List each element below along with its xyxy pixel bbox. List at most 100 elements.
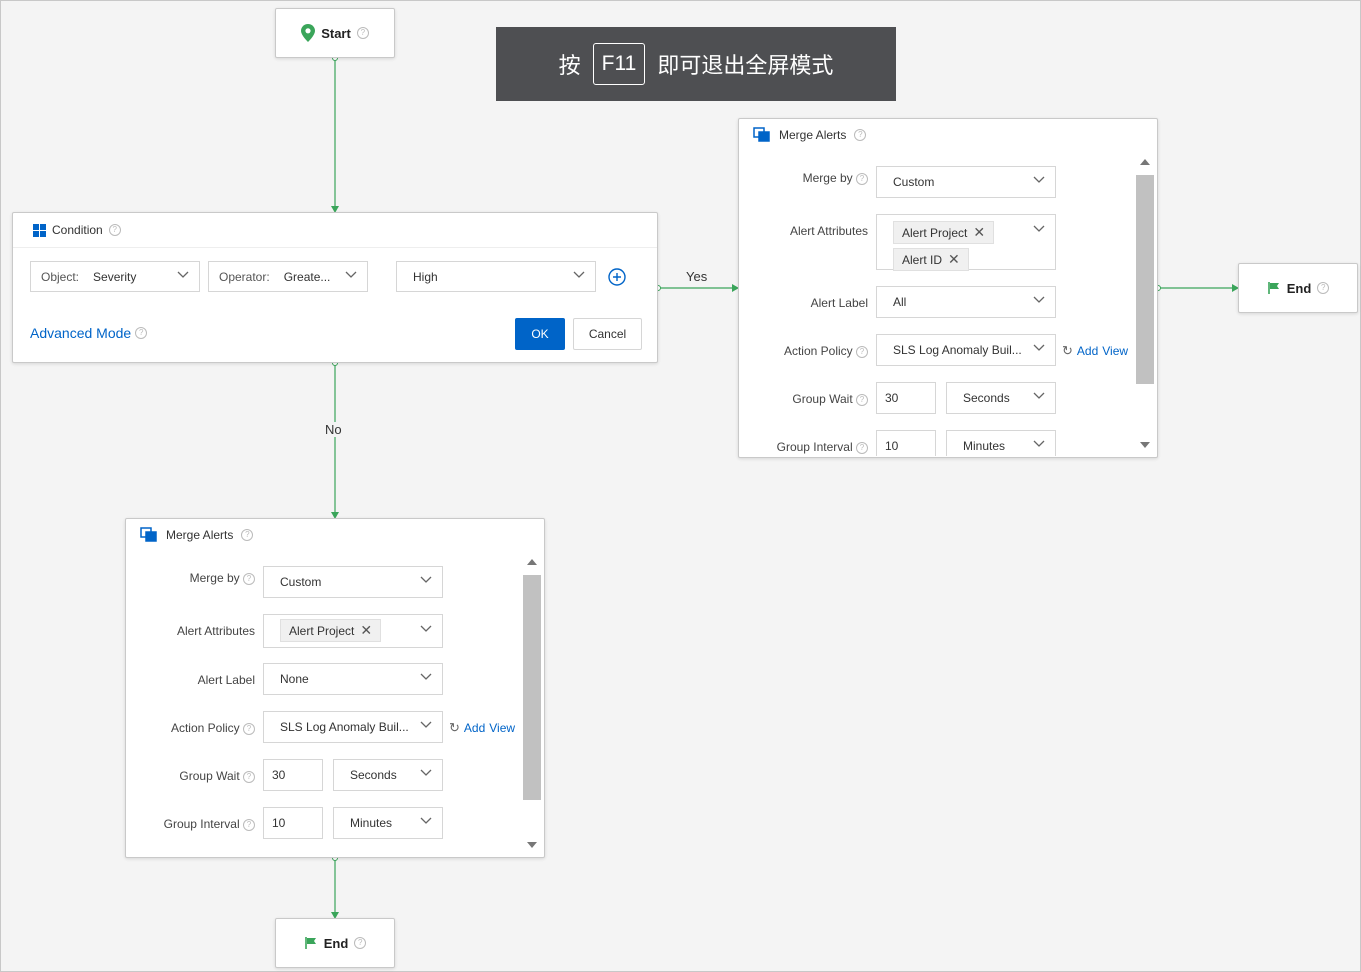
merge-by-select[interactable]: Custom <box>263 566 443 598</box>
scrollbar[interactable] <box>521 551 543 856</box>
alert-label-select[interactable]: None <box>263 663 443 695</box>
close-icon[interactable]: ✕ <box>973 224 986 240</box>
grid-icon <box>33 223 46 237</box>
group-interval-unit: Minutes <box>963 439 1006 453</box>
value-select[interactable]: High <box>396 261 596 292</box>
action-policy-select[interactable]: SLS Log Anomaly Buil... <box>263 711 443 743</box>
merge-alerts-node-right[interactable]: Merge Alerts ? Merge by ? Custom Alert A… <box>738 118 1158 458</box>
cancel-button[interactable]: Cancel <box>573 318 642 350</box>
chevron-down-icon <box>1033 392 1045 399</box>
help-icon[interactable]: ? <box>356 27 369 39</box>
merge-by-label: Merge by <box>802 171 853 185</box>
group-interval-input[interactable]: 10 <box>263 807 323 839</box>
scroll-up-icon[interactable] <box>527 559 537 565</box>
view-link[interactable]: View <box>1102 344 1129 358</box>
alert-label-select[interactable]: All <box>876 286 1056 318</box>
chevron-down-icon <box>420 769 432 776</box>
scroll-down-icon[interactable] <box>527 842 537 848</box>
group-wait-input[interactable]: 30 <box>876 382 936 414</box>
chevron-down-icon <box>345 271 357 278</box>
end-node-bottom[interactable]: End ? <box>275 918 395 968</box>
chevron-down-icon <box>420 673 432 680</box>
action-policy-select[interactable]: SLS Log Anomaly Buil... <box>876 334 1056 366</box>
end-node-right[interactable]: End ? <box>1238 263 1358 313</box>
help-icon[interactable]: ? <box>243 818 255 831</box>
group-wait-unit-select[interactable]: Seconds <box>333 759 443 791</box>
scroll-down-icon[interactable] <box>1140 442 1150 448</box>
action-policy-links: ↻ Add View <box>449 720 515 736</box>
help-icon[interactable]: ? <box>1317 282 1330 294</box>
merge-icon <box>140 527 157 542</box>
operator-select-value: Greate... <box>283 269 331 284</box>
group-interval-unit-select[interactable]: Minutes <box>333 807 443 839</box>
help-icon[interactable]: ? <box>856 393 868 406</box>
object-select[interactable]: Object: Severity <box>30 261 200 292</box>
chevron-down-icon <box>177 271 189 278</box>
alert-attributes-select[interactable]: Alert Project✕ Alert ID✕ <box>876 214 1056 271</box>
action-policy-value: SLS Log Anomaly Buil... <box>280 720 409 734</box>
add-condition-icon[interactable] <box>608 268 626 286</box>
operator-select[interactable]: Operator: Greate... <box>208 261 368 292</box>
scroll-thumb[interactable] <box>523 575 541 800</box>
refresh-icon[interactable]: ↻ <box>449 720 460 735</box>
condition-title: Condition <box>52 223 103 237</box>
banner-key: F11 <box>592 43 646 85</box>
help-icon[interactable]: ? <box>854 129 867 141</box>
alert-label-label: Alert Label <box>810 296 868 310</box>
add-link[interactable]: Add <box>463 721 486 735</box>
flag-icon <box>1267 282 1279 294</box>
merge-alerts-node-bottom[interactable]: Merge Alerts ? Merge by ? Custom Alert A… <box>125 518 545 858</box>
help-icon[interactable]: ? <box>135 327 148 339</box>
alert-label-label: Alert Label <box>197 673 255 687</box>
ok-button[interactable]: OK <box>515 318 565 350</box>
group-interval-label: Group Interval <box>163 817 240 831</box>
chevron-down-icon <box>420 817 432 824</box>
view-link[interactable]: View <box>489 721 516 735</box>
group-wait-label: Group Wait <box>179 769 240 783</box>
close-icon[interactable]: ✕ <box>360 622 373 638</box>
merge-by-value: Custom <box>280 575 322 589</box>
help-icon[interactable]: ? <box>108 224 121 236</box>
alert-attribute-tag: Alert ID✕ <box>893 248 969 271</box>
advanced-mode-link[interactable]: Advanced Mode ? <box>30 325 148 341</box>
add-link[interactable]: Add <box>1076 344 1099 358</box>
help-icon[interactable]: ? <box>856 172 868 185</box>
chevron-down-icon <box>1033 225 1045 232</box>
action-policy-value: SLS Log Anomaly Buil... <box>893 343 1022 357</box>
alert-attribute-tag: Alert Project✕ <box>280 619 382 642</box>
action-policy-label: Action Policy <box>783 344 853 358</box>
scroll-thumb[interactable] <box>1136 175 1154 384</box>
edge-label-yes: Yes <box>686 269 708 284</box>
merge-alerts-title: Merge Alerts <box>166 528 234 542</box>
scrollbar[interactable] <box>1134 151 1156 456</box>
alert-attribute-tag: Alert Project✕ <box>893 221 995 244</box>
help-icon[interactable]: ? <box>354 937 367 949</box>
close-icon[interactable]: ✕ <box>948 251 960 267</box>
object-select-value: Severity <box>93 269 137 284</box>
merge-icon <box>753 127 770 142</box>
alert-attributes-select[interactable]: Alert Project✕ <box>263 614 443 648</box>
scroll-up-icon[interactable] <box>1140 159 1150 165</box>
location-pin-icon <box>301 24 316 42</box>
help-icon[interactable]: ? <box>243 572 255 585</box>
merge-by-select[interactable]: Custom <box>876 166 1056 198</box>
chevron-down-icon <box>420 721 432 728</box>
group-interval-input[interactable]: 10 <box>876 430 936 456</box>
start-node[interactable]: Start ? <box>275 8 395 58</box>
chevron-down-icon <box>1033 344 1045 351</box>
advanced-mode-label: Advanced Mode <box>30 325 132 341</box>
help-icon[interactable]: ? <box>856 345 868 358</box>
merge-alerts-header: Merge Alerts ? <box>126 519 544 551</box>
group-wait-unit-select[interactable]: Seconds <box>946 382 1056 414</box>
merge-alerts-form: Merge by ? Custom Alert Attributes Alert… <box>740 151 1133 456</box>
help-icon[interactable]: ? <box>243 722 255 735</box>
help-icon[interactable]: ? <box>243 770 255 783</box>
group-interval-unit-select[interactable]: Minutes <box>946 430 1056 456</box>
group-wait-label: Group Wait <box>792 392 853 406</box>
help-icon[interactable]: ? <box>856 441 868 454</box>
help-icon[interactable]: ? <box>241 529 254 541</box>
group-wait-input[interactable]: 30 <box>263 759 323 791</box>
condition-node[interactable]: Condition ? Object: Severity Operator: G… <box>12 212 658 363</box>
refresh-icon[interactable]: ↻ <box>1062 343 1073 358</box>
